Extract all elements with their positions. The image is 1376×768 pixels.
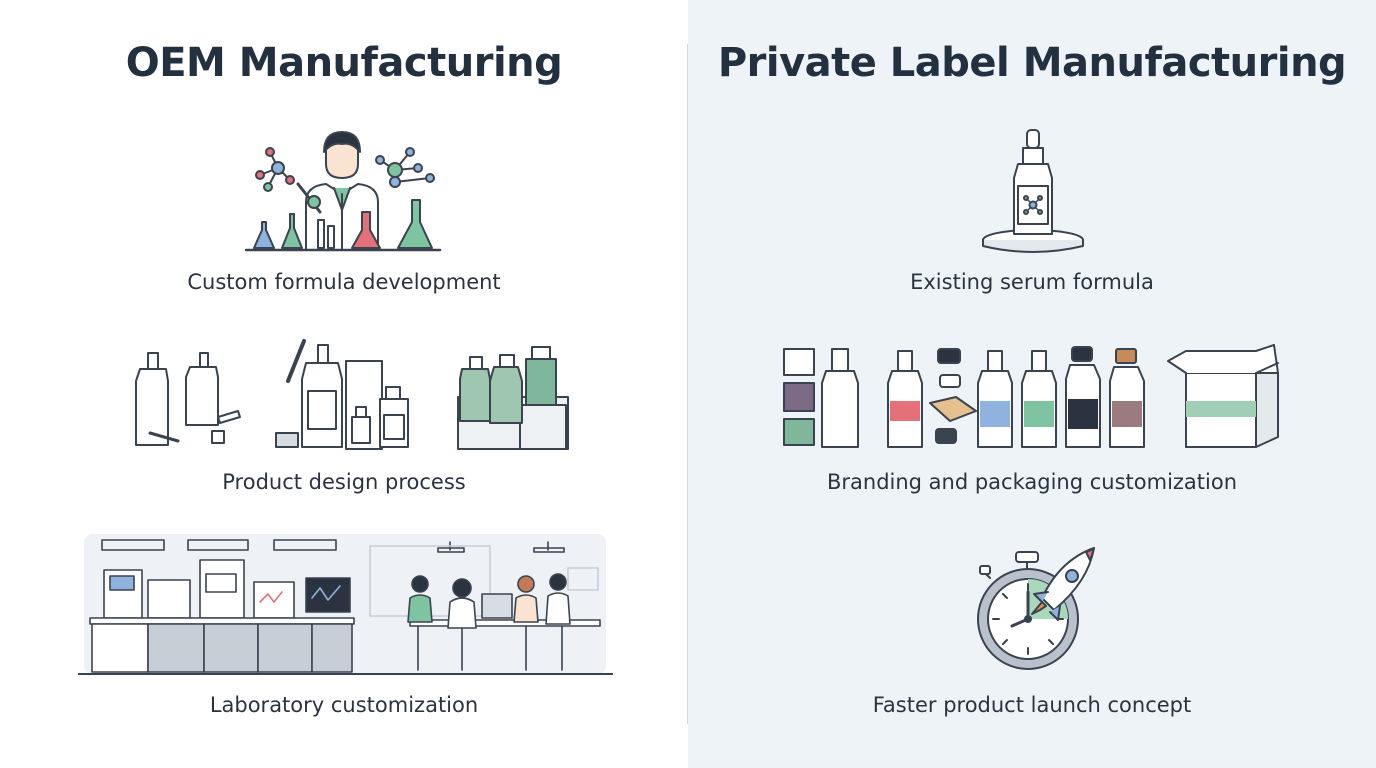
laboratory-caption: Laboratory customization [209,693,479,717]
faster-launch-caption: Faster product launch concept [872,693,1192,717]
oem-panel: OEM Manufacturing Custom [78,40,613,717]
private-label-title: Private Label Manufacturing [717,40,1347,86]
private-label-panel: Private Label Manufacturing Existing ser… [688,0,1376,768]
serum-formula-caption: Existing serum formula [910,270,1154,294]
scientist-icon [240,130,450,255]
serum-bottle-icon [980,128,1086,256]
oem-title: OEM Manufacturing [125,40,563,86]
bottle-design-icon [120,335,575,455]
stopwatch-rocket-icon [976,544,1106,674]
laboratory-icon [78,532,613,678]
branding-caption: Branding and packaging customization [826,470,1238,494]
custom-formula-caption: Custom formula development [187,270,501,294]
product-design-caption: Product design process [222,470,466,494]
packaging-icon [780,343,1294,453]
